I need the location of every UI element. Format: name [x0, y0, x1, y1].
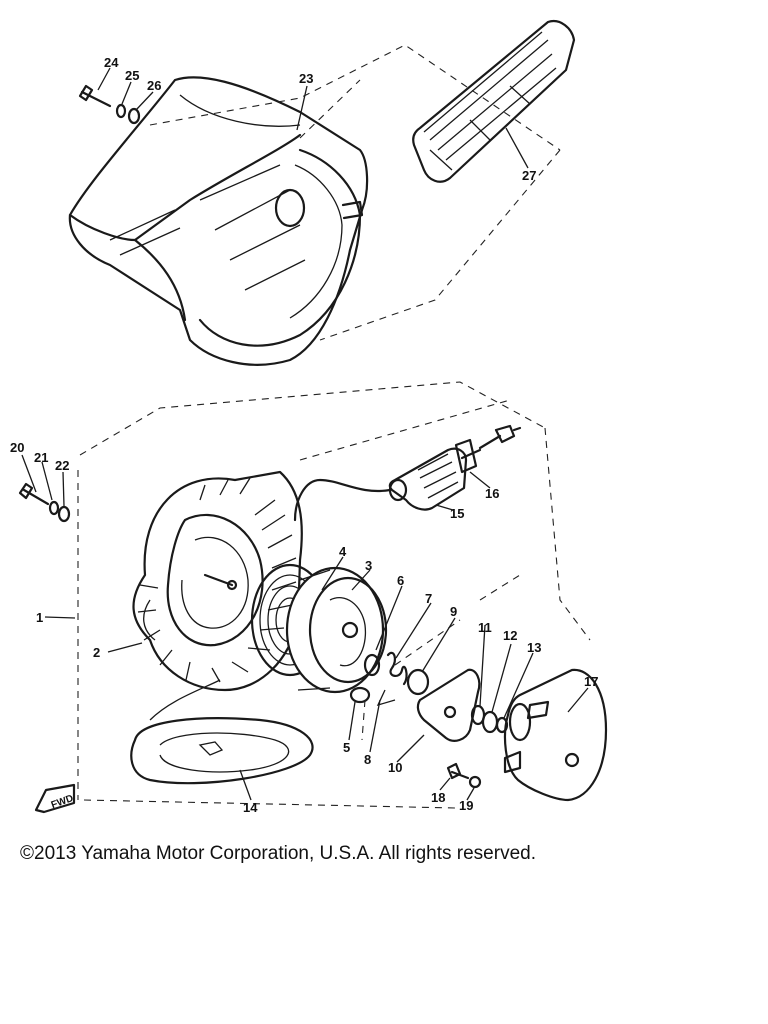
washer-12	[481, 710, 499, 734]
bolt-18	[446, 762, 470, 780]
leader-lines	[21, 67, 589, 801]
callout-27: 27	[522, 168, 536, 183]
starter-rope	[293, 478, 392, 522]
callout-14: 14	[243, 800, 258, 815]
parts-diagram: FWD 24 25 26 23 27 20	[10, 20, 608, 815]
fwd-arrow-icon: FWD	[34, 783, 76, 814]
callout-5: 5	[343, 740, 350, 755]
callout-8: 8	[364, 752, 371, 767]
washer-19	[468, 775, 482, 789]
callout-7: 7	[425, 591, 432, 606]
washer-6	[363, 653, 381, 677]
starter-pulley	[503, 668, 608, 802]
copyright-notice: ©2013 Yamaha Motor Corporation, U.S.A. A…	[20, 843, 536, 864]
starter-handle	[388, 447, 468, 511]
callout-26: 26	[147, 78, 161, 93]
bolt-24	[78, 84, 112, 108]
callout-12: 12	[503, 628, 517, 643]
callout-3: 3	[365, 558, 372, 573]
callout-24: 24	[104, 55, 119, 70]
callout-11: 11	[478, 620, 492, 635]
callout-18: 18	[431, 790, 445, 805]
callout-1: 1	[36, 610, 43, 625]
callout-21: 21	[34, 450, 48, 465]
sheave-drum	[285, 566, 388, 694]
starter-rope-coil	[130, 679, 314, 785]
fan-shroud	[68, 76, 369, 366]
callout-20: 20	[10, 440, 24, 455]
callout-6: 6	[397, 573, 404, 588]
washer-26	[127, 107, 141, 125]
bolt-20	[18, 482, 50, 506]
callout-19: 19	[459, 798, 473, 813]
fwd-label: FWD	[50, 793, 75, 811]
callout-13: 13	[527, 640, 541, 655]
pawl	[349, 686, 371, 704]
washer-22	[57, 505, 71, 523]
rope-guide	[454, 424, 522, 474]
callout-16: 16	[485, 486, 499, 501]
callout-22: 22	[55, 458, 69, 473]
callout-9: 9	[450, 604, 457, 619]
callout-10: 10	[388, 760, 402, 775]
callout-15: 15	[450, 506, 464, 521]
washer-21	[48, 500, 60, 516]
callout-23: 23	[299, 71, 313, 86]
callout-4: 4	[339, 544, 347, 559]
nut-13	[495, 716, 509, 734]
callout-2: 2	[93, 645, 100, 660]
emblem-plate	[412, 20, 576, 183]
friction-plate	[416, 668, 481, 742]
callout-labels: 24 25 26 23 27 20 21 22 16 15 4 3 6 7 9 …	[10, 55, 598, 815]
return-spring	[376, 651, 408, 707]
callout-17: 17	[584, 674, 598, 689]
starter-case	[132, 470, 303, 692]
snap-ring	[406, 668, 430, 696]
washer-25	[115, 103, 127, 119]
callout-25: 25	[125, 68, 139, 83]
